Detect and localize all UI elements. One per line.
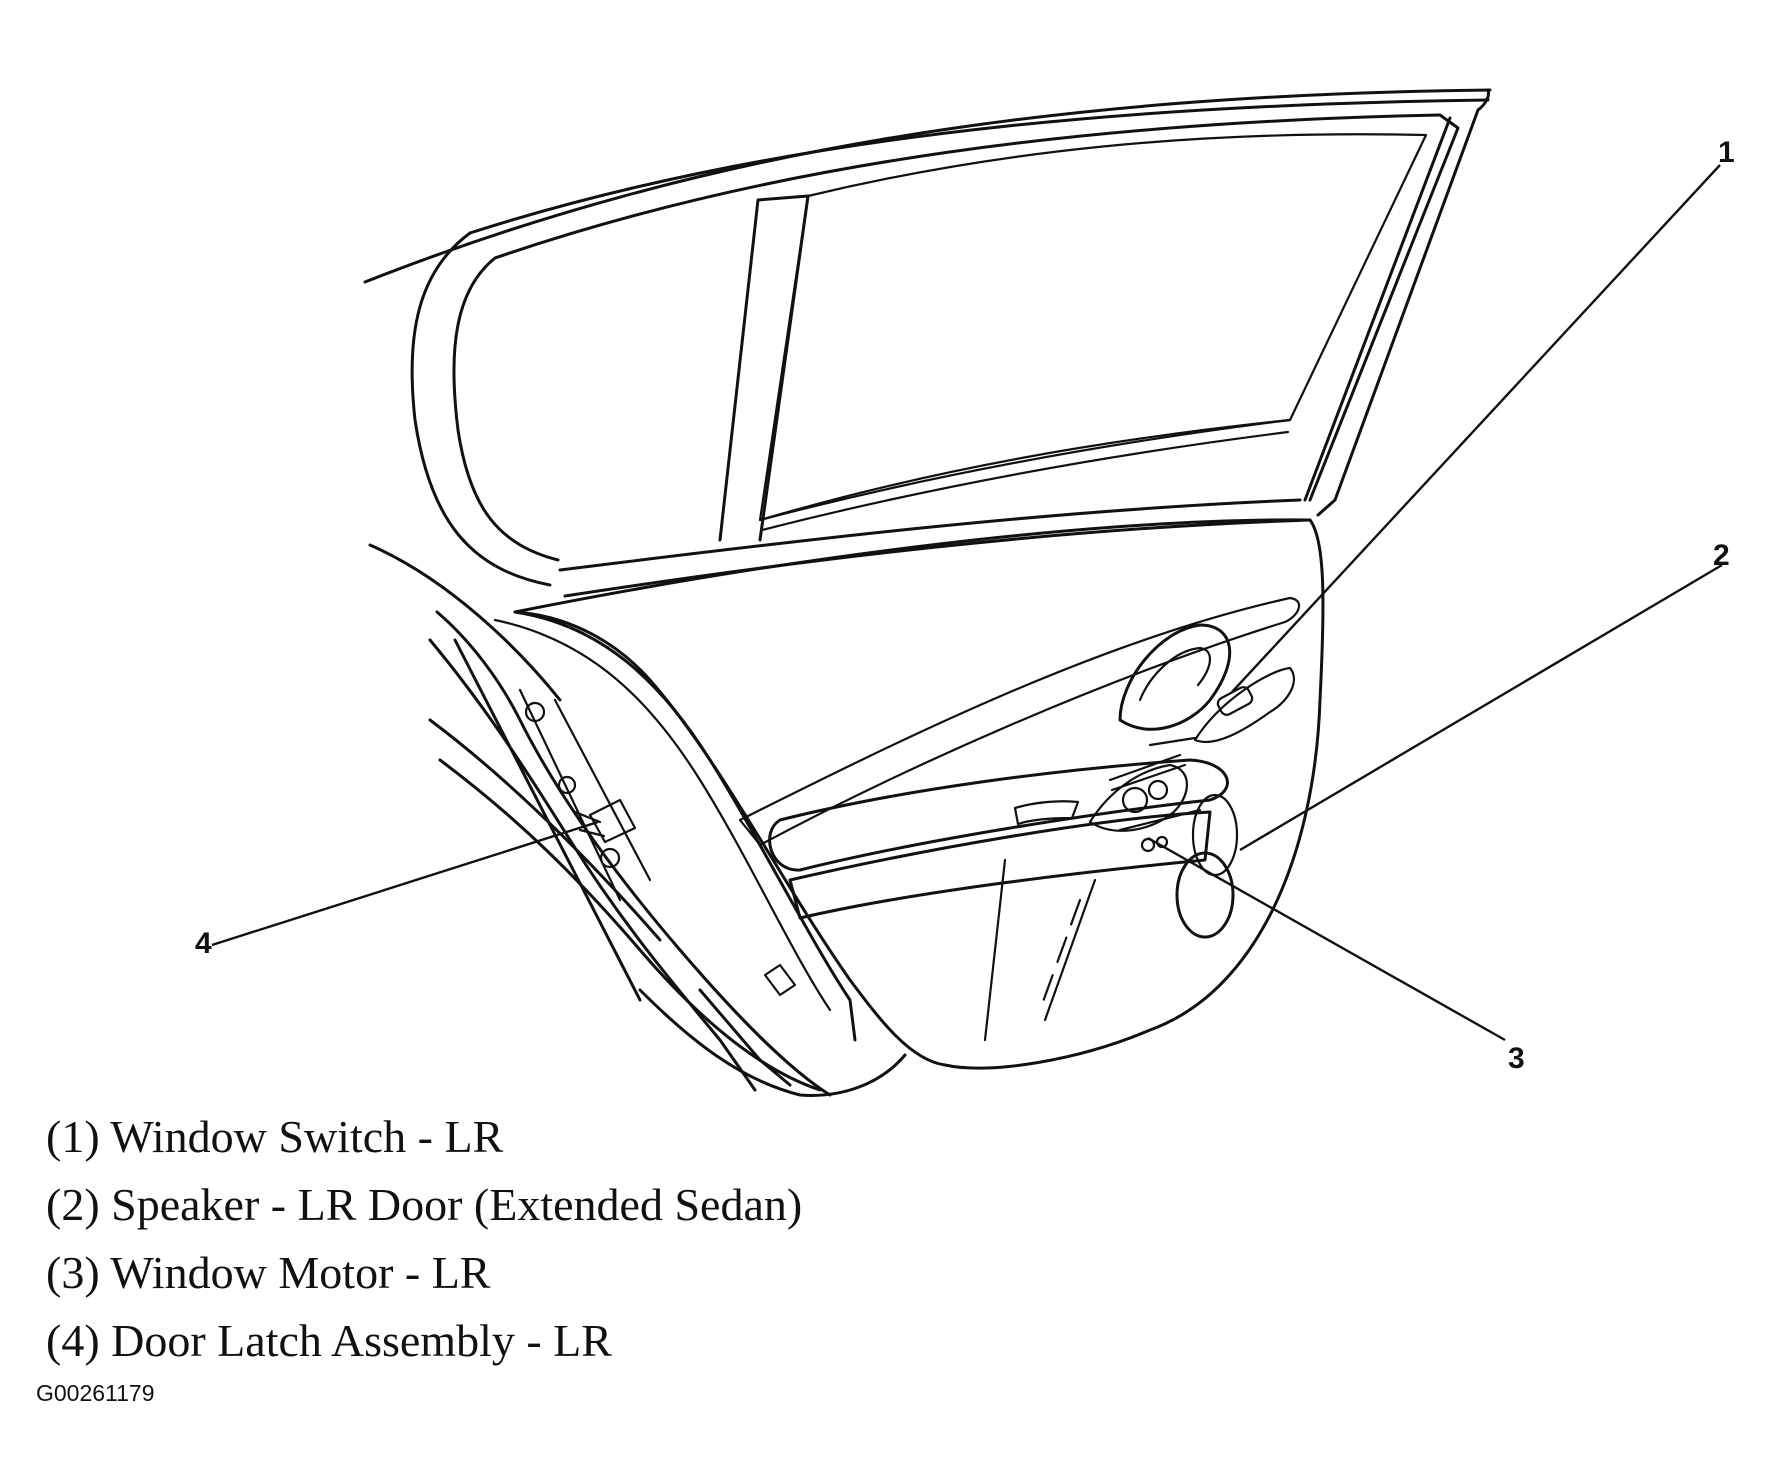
door-panel-edge-inner <box>493 618 832 1012</box>
callout-4: 4 <box>195 927 212 960</box>
latch-bolt-mid <box>557 775 577 795</box>
roof-line-inner <box>468 98 1490 235</box>
roof-line <box>363 88 1492 284</box>
latch-bolt-lower <box>599 847 621 869</box>
legend-item-speaker: (2) Speaker - LR Door (Extended Sedan) <box>46 1179 803 1230</box>
door-latch <box>573 798 637 844</box>
rocker-line <box>428 718 822 1092</box>
body-side-line <box>368 543 832 1097</box>
door-pull-pocket <box>1013 800 1080 826</box>
door-frame-inner <box>452 116 1452 562</box>
door-handle <box>1138 646 1211 702</box>
legend: (1) Window Switch - LR (2) Speaker - LR … <box>46 1103 802 1375</box>
latch-pillar <box>518 688 652 902</box>
legend-item-window-motor: (3) Window Motor - LR <box>46 1247 491 1298</box>
figure-id: G00261179 <box>36 1380 155 1406</box>
legend-item-door-latch: (4) Door Latch Assembly - LR <box>46 1315 612 1366</box>
door-frame-outer <box>410 88 1490 587</box>
map-pocket-dash <box>1038 898 1082 1012</box>
window-switch <box>1216 686 1254 716</box>
door-handle-bezel <box>1118 623 1232 731</box>
leader-line-1 <box>1231 164 1721 693</box>
leader-line-2 <box>1239 563 1723 852</box>
door-opening-edge <box>428 638 757 1092</box>
division-post <box>718 194 810 542</box>
window-glass <box>758 133 1428 522</box>
armrest-lower <box>788 810 1212 920</box>
switch-bezel <box>1193 666 1296 743</box>
door-panel-edge <box>513 610 857 1042</box>
legend-item-window-switch: (1) Window Switch - LR <box>46 1111 504 1162</box>
sill-plate <box>638 988 907 1097</box>
armrest <box>768 758 1229 872</box>
lower-hinge <box>763 963 797 997</box>
callout-2: 2 <box>1713 539 1730 572</box>
leader-line-4 <box>211 820 599 947</box>
door-panel-outline <box>513 518 1325 1070</box>
leader-line-3 <box>1147 836 1506 1042</box>
trim-band-upper <box>738 596 1301 847</box>
belt-molding <box>558 498 1312 598</box>
map-pocket-line <box>983 858 1097 1042</box>
window-frame-top <box>493 113 1460 502</box>
latch-bolt-upper <box>524 701 546 723</box>
window-belt-line <box>758 418 1292 532</box>
callout-3: 3 <box>1508 1042 1525 1075</box>
window-motor <box>1088 736 1202 853</box>
callout-1: 1 <box>1718 136 1735 169</box>
speaker-outer <box>1191 793 1239 877</box>
speaker-grille <box>1175 851 1235 939</box>
